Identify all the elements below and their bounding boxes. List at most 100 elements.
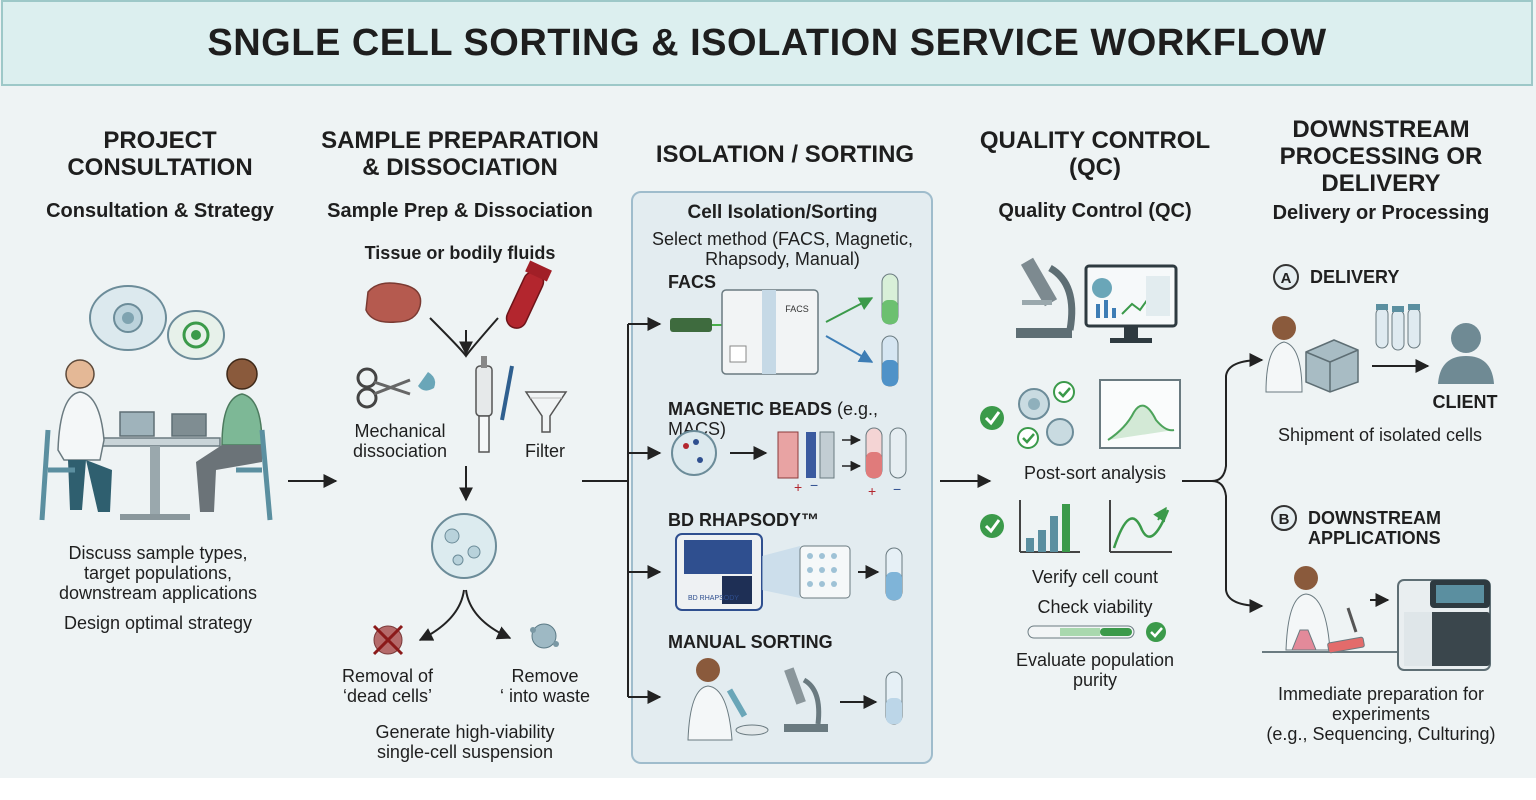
stage-title-line: (QC) — [1069, 154, 1121, 181]
waste-label: Remove ‘ into waste — [480, 666, 610, 706]
desc-line: Design optimal strategy — [63, 613, 253, 633]
label-line: Immediate preparation for — [1277, 684, 1485, 704]
option-b-badge: B — [1271, 505, 1297, 531]
label-line: Remove — [511, 666, 579, 686]
consultation-description: Discuss sample types, target populations… — [30, 543, 286, 633]
cell-bubble-icon — [89, 285, 167, 351]
microscope-icon — [784, 667, 828, 732]
label-line: ‘dead cells’ — [342, 686, 433, 706]
verify-count-label: Verify cell count — [1031, 567, 1159, 587]
svg-text:−: − — [893, 481, 901, 497]
title-bar: SNGLE CELL SORTING & ISOLATION SERVICE W… — [1, 0, 1533, 86]
stage-qc-header: QUALITY CONTROL (QC) Quality Control (QC… — [965, 127, 1225, 223]
label-line: purity — [1072, 670, 1117, 690]
label-line: Rhapsody, Manual) — [705, 249, 860, 269]
panel-description: Select method (FACS, Magnetic, Rhapsody,… — [640, 229, 925, 269]
viability-bar — [1027, 622, 1166, 642]
blood-tube-icon — [505, 260, 552, 329]
check-icon — [980, 514, 1004, 538]
consult-people-icon — [39, 358, 273, 521]
stage-subtitle: Sample Prep & Dissociation — [327, 200, 593, 222]
mechanical-dissociation-label: Mechanical dissociation — [330, 421, 470, 461]
flow-arrow — [465, 589, 512, 640]
scissors-icon — [356, 367, 436, 409]
flow-arrow — [418, 589, 465, 641]
stage-title-line: DOWNSTREAM — [1292, 116, 1470, 143]
source-label: Tissue or bodily fluids — [364, 243, 556, 263]
facs-machine-icon: FACS — [670, 273, 899, 387]
magnetic-label: MAGNETIC BEADS (e.g., MACS) — [668, 399, 938, 439]
client-icon — [1438, 323, 1494, 384]
rhapsody-device-label: BD RHAPSODY — [688, 595, 739, 602]
stage-title-line: PROJECT — [103, 127, 217, 154]
stage-preparation-header: SAMPLE PREPARATION & DISSOCIATION Sample… — [318, 127, 602, 223]
stage-title-line: CONSULTATION — [67, 154, 253, 181]
rhapsody-machine-icon: BD RHAPSODY — [675, 533, 903, 611]
label-line: APPLICATIONS — [1308, 528, 1441, 548]
label-line: Generate high-viability — [375, 722, 555, 742]
lab-scientist-icon — [1262, 566, 1400, 654]
filter-funnel-icon — [524, 391, 568, 433]
magnetic-name: MAGNETIC BEADS — [668, 399, 833, 419]
label-line: Evaluate population — [1015, 650, 1175, 670]
label-line: (e.g., Sequencing, Culturing) — [1266, 724, 1496, 744]
delivery-person-icon — [1265, 316, 1303, 393]
prep-label: Immediate preparation for experiments (e… — [1250, 684, 1512, 744]
label-line: single-cell suspension — [376, 742, 554, 762]
desc-line: downstream applications — [58, 583, 258, 603]
curve-chart-icon — [1099, 379, 1181, 449]
sequencer-icon — [1397, 579, 1491, 671]
magnetic-column-icon: + − + − — [671, 427, 907, 499]
curve-chart-icon — [1109, 500, 1172, 553]
label-line: Removal of — [341, 666, 434, 686]
purity-label: Evaluate population purity — [985, 650, 1205, 690]
box-icon — [1305, 339, 1359, 393]
manual-sorting-icon — [687, 658, 903, 741]
target-bubble-icon — [167, 310, 225, 360]
svg-text:+: + — [794, 479, 802, 495]
bar-chart-icon — [1019, 500, 1080, 553]
tubes-icon — [1375, 304, 1421, 351]
waste-icon — [530, 623, 559, 649]
stage-title-line: & DISSOCIATION — [362, 154, 558, 181]
stage-title-line: SAMPLE PREPARATION — [321, 127, 599, 154]
check-icon — [980, 406, 1004, 430]
shipment-label: Shipment of isolated cells — [1277, 425, 1483, 445]
desc-line: Discuss sample types, — [68, 543, 248, 563]
result-label: Generate high-viability single-cell susp… — [340, 722, 590, 762]
filter-label: Filter — [525, 441, 565, 461]
microscope-icon — [1016, 257, 1076, 338]
stage-consultation-header: PROJECT CONSULTATION Consultation & Stra… — [40, 127, 280, 223]
stage-title-line: PROCESSING OR — [1279, 143, 1483, 170]
stage-isolation-title: ISOLATION / SORTING — [655, 141, 915, 168]
cell-cluster-icon — [1017, 381, 1075, 449]
pipette-icon — [475, 356, 514, 453]
facs-device-label: FACS — [785, 304, 809, 314]
label-line: dissociation — [352, 441, 448, 461]
label-line: Mechanical — [354, 421, 446, 441]
merge-arrow — [429, 317, 499, 358]
check-viability-label: Check viability — [1037, 597, 1153, 617]
manual-label: MANUAL SORTING — [668, 632, 833, 652]
monitor-icon — [1084, 264, 1178, 343]
option-b-letter: B — [1279, 511, 1290, 528]
label-line: Select method (FACS, Magnetic, — [651, 229, 914, 249]
label-line: experiments — [1331, 704, 1431, 724]
post-sort-label: Post-sort analysis — [1023, 463, 1167, 483]
stage-subtitle: Consultation & Strategy — [46, 200, 274, 222]
stage-subtitle: Delivery or Processing — [1272, 202, 1490, 224]
dead-cell-icon — [372, 624, 404, 656]
option-b-label: DOWNSTREAM APPLICATIONS — [1308, 508, 1488, 548]
cell-suspension-icon — [431, 513, 497, 579]
facs-label: FACS — [668, 272, 717, 292]
option-a-badge: A — [1273, 264, 1299, 290]
option-a-letter: A — [1281, 270, 1292, 287]
split-connector — [1182, 353, 1264, 613]
stage-title-line: DELIVERY — [1321, 170, 1441, 197]
svg-text:+: + — [868, 483, 876, 499]
label-line: ‘ into waste — [499, 686, 591, 706]
label-line: DOWNSTREAM — [1308, 508, 1441, 528]
page-title: SNGLE CELL SORTING & ISOLATION SERVICE W… — [207, 21, 1327, 64]
